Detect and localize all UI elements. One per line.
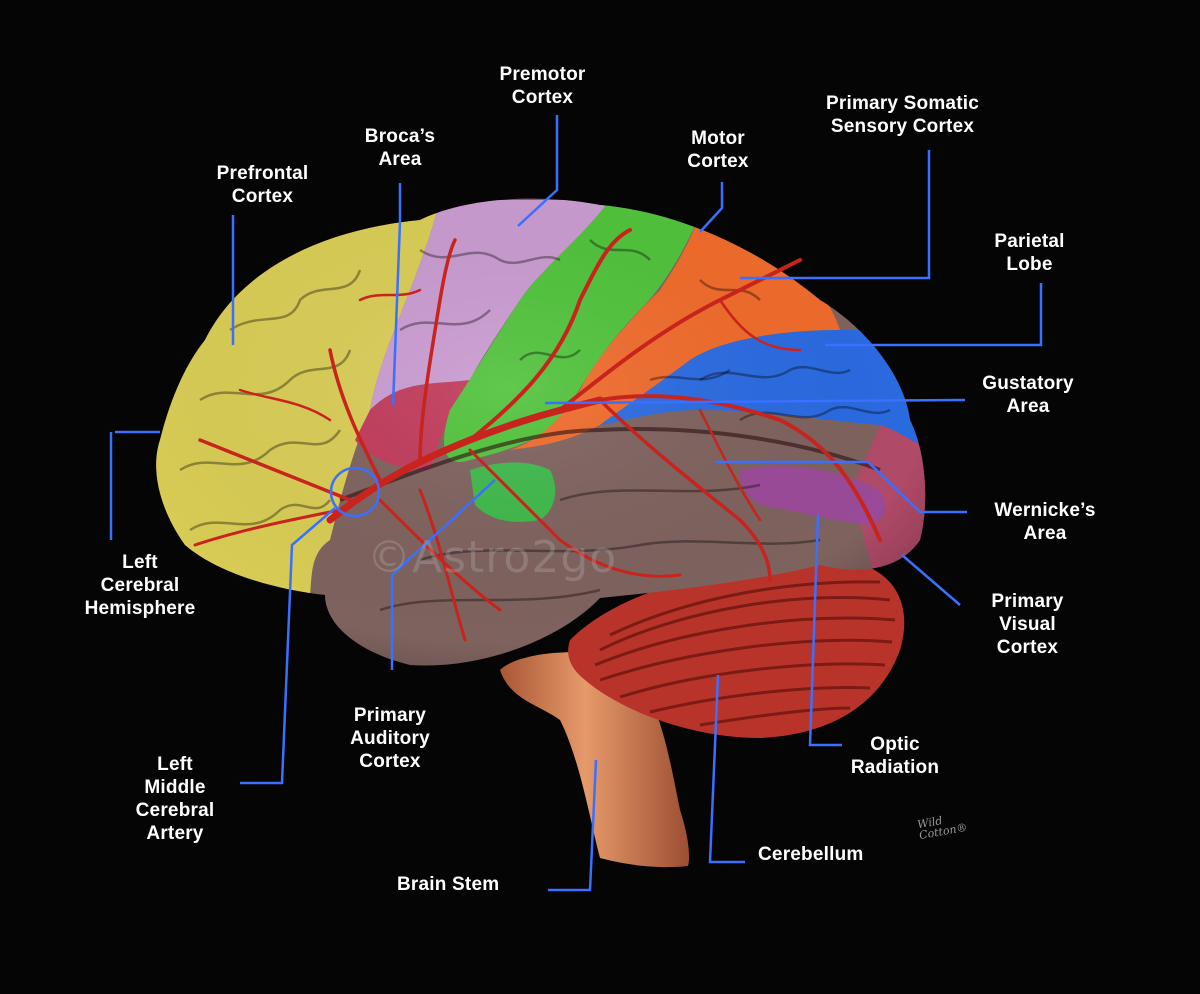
label-primary-somatic-sensory-cortex: Primary Somatic Sensory Cortex — [826, 93, 979, 137]
label-left-middle-cerebral-artery: Left Middle Cerebral Artery — [135, 754, 215, 844]
label-primary-visual-cortex: Primary Visual Cortex — [991, 591, 1064, 658]
label-parietal-lobe: Parietal Lobe — [994, 231, 1065, 275]
label-optic-radiation: Optic Radiation — [850, 734, 940, 778]
label-left-cerebral-hemisphere: Left Cerebral Hemisphere — [84, 552, 196, 619]
cerebellum-shape — [568, 560, 905, 738]
artery-marker-circle — [329, 466, 381, 518]
label-gustatory-area: Gustatory Area — [982, 373, 1074, 417]
leader-lines — [109, 115, 1043, 892]
watermark: ©Astro2go — [367, 532, 618, 583]
middle-cerebral-artery — [193, 228, 882, 642]
label-premotor-cortex: Premotor Cortex — [499, 64, 586, 108]
label-prefrontal-cortex: Prefrontal Cortex — [216, 163, 309, 207]
label-wernickes-area: Wernicke’s Area — [994, 500, 1096, 544]
label-brain-stem: Brain Stem — [397, 874, 500, 895]
label-brocas-area: Broca’s Area — [364, 126, 436, 170]
label-primary-auditory-cortex: Primary Auditory Cortex — [350, 705, 430, 772]
label-cerebellum: Cerebellum — [758, 844, 864, 865]
label-motor-cortex: Motor Cortex — [687, 128, 749, 172]
